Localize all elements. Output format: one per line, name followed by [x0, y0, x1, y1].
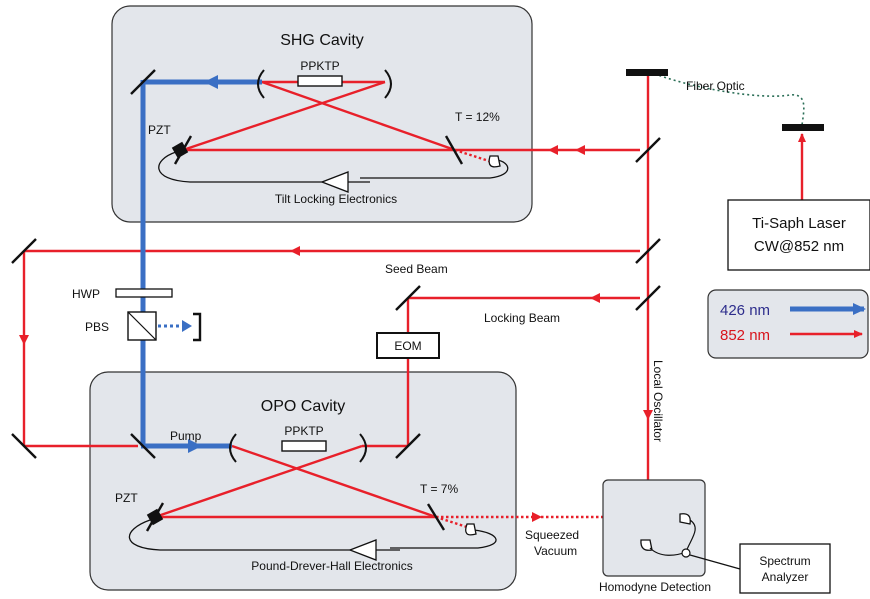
opo-cavity-title: OPO Cavity [261, 398, 345, 415]
curved-mirror-icon [229, 69, 392, 463]
tilt-locking-label: Tilt Locking Electronics [275, 192, 397, 206]
vacuum-label: Vacuum [534, 544, 577, 558]
t-opo-label: T = 7% [420, 482, 458, 496]
spectrum-label-line1: Spectrum [759, 554, 810, 568]
locking-beam-label: Locking Beam [484, 311, 560, 325]
spectrum-label-line2: Analyzer [762, 570, 809, 584]
spectrum-analyzer-box [739, 543, 831, 594]
fiber-optic-curve [649, 71, 805, 126]
pbs-label: PBS [85, 320, 109, 334]
legend-box [707, 289, 869, 359]
pdh-loop [128, 519, 497, 551]
eom-label: EOM [394, 339, 421, 353]
fiber-coupler-laser [782, 124, 824, 131]
fiber-coupler-top [626, 69, 668, 76]
mirror-icon [11, 69, 661, 532]
pzt-block-opo [146, 508, 164, 526]
blue-arrow-pump [188, 439, 202, 453]
laser-box [727, 199, 870, 271]
local-oscillator-label: Local Oscillator [651, 360, 665, 442]
squeezed-label: Squeezed [525, 528, 579, 542]
fiber-optic-label: Fiber Optic [686, 79, 745, 93]
homodyne-box [602, 479, 706, 577]
homodyne-detector-top [679, 513, 691, 525]
seed-beam-label: Seed Beam [385, 262, 448, 276]
homodyne-output-wire [689, 554, 741, 570]
pbs-diagonal [127, 311, 157, 341]
homodyne-label: Homodyne Detection [599, 580, 711, 594]
shg-cavity-box [111, 5, 533, 223]
pzt-shg-label: PZT [148, 123, 171, 137]
shg-cavity-title: SHG Cavity [280, 32, 364, 49]
amplifier-triangle-icon-opo [348, 539, 377, 561]
hwp-label: HWP [72, 287, 100, 301]
laser-label-line2: CW@852 nm [754, 238, 844, 255]
ppktp-opo-label: PPKTP [284, 424, 323, 438]
detector-icon-shg [488, 155, 501, 168]
red-beams-852nm [22, 74, 806, 530]
ppktp-shg-label: PPKTP [300, 59, 339, 73]
legend-852-label: 852 nm [720, 327, 770, 344]
detector-icon-opo [465, 523, 477, 536]
homodyne-subtractor [681, 548, 691, 558]
pdh-label: Pound-Drever-Hall Electronics [251, 559, 412, 573]
beam-dump-icon [193, 312, 202, 342]
hwp-plate [115, 288, 173, 298]
pzt-opo-label: PZT [115, 491, 138, 505]
legend-426-label: 426 nm [720, 302, 770, 319]
eom-box [376, 332, 440, 359]
blue-beams-426nm [140, 79, 262, 449]
crystal-icon-opo [281, 440, 327, 452]
pump-label: Pump [170, 429, 202, 443]
pzt-block-shg [171, 141, 189, 159]
tilt-locking-loop [158, 151, 509, 183]
laser-label-line1: Ti-Saph Laser [752, 215, 846, 232]
amplifier-triangle-icon-shg [320, 171, 349, 193]
opo-cavity-box [89, 371, 517, 591]
crystal-icon-shg [297, 75, 343, 87]
pbs-rejected-arrow [182, 320, 192, 332]
t-shg-label: T = 12% [455, 110, 500, 124]
blue-arrow-shg [204, 75, 218, 89]
